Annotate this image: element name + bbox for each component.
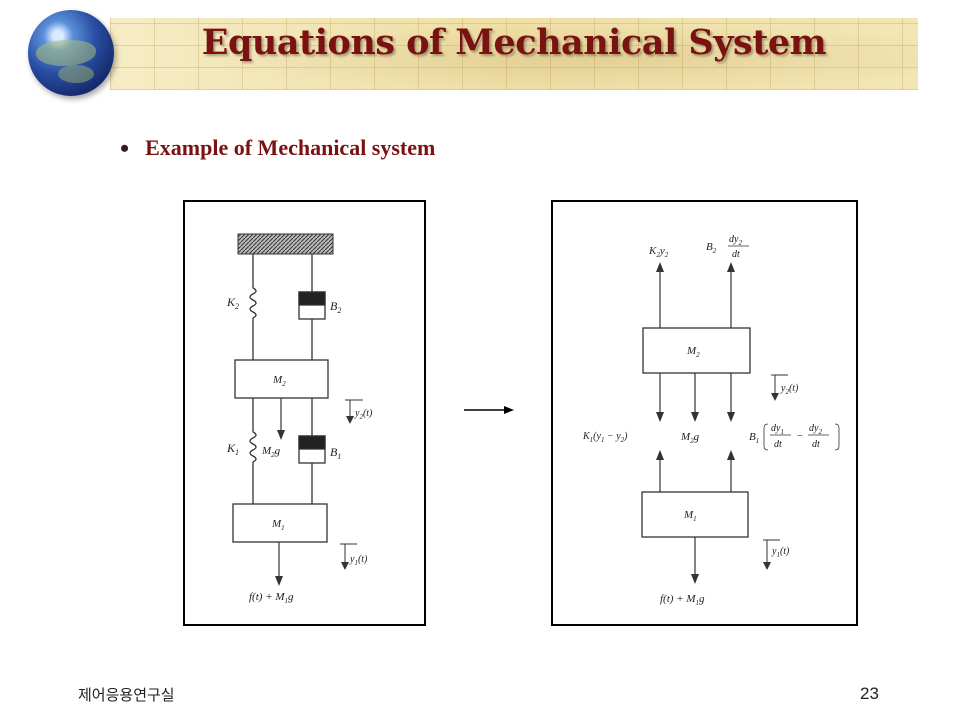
bullet-dot-icon: • xyxy=(120,134,130,163)
fbd-label-y2: y2(t) xyxy=(780,383,799,396)
label-m2g: M2g xyxy=(680,431,700,445)
fbd-label-y1: y1(t) xyxy=(771,546,790,559)
fbd-mass-m2 xyxy=(642,327,751,374)
svg-text:dy1: dy1 xyxy=(771,423,784,436)
svg-text:B1: B1 xyxy=(749,431,759,445)
label-y1: y1(t) xyxy=(349,554,368,567)
label-k2: K2 xyxy=(226,295,239,311)
label-b2: B2 xyxy=(330,299,341,315)
svg-text:dt: dt xyxy=(812,439,820,450)
transition-arrow xyxy=(464,406,514,414)
label-m1: M1 xyxy=(271,518,285,532)
svg-text:dt: dt xyxy=(774,439,782,450)
svg-text:B2: B2 xyxy=(706,241,717,255)
damper-b1 xyxy=(298,398,326,504)
label-m2: M2 xyxy=(272,374,286,388)
title-banner xyxy=(110,18,918,90)
svg-text:dt: dt xyxy=(732,249,740,260)
label-force: f(t) + M1g xyxy=(249,591,294,605)
label-k1-term: K1(y1 − y2) xyxy=(582,431,628,444)
spring-k1 xyxy=(249,398,257,504)
free-body-diagram: K2y2 B2 dy2 dt M2 y2(t) K1(y1 − y2) M2g … xyxy=(551,200,858,626)
label-b2-dy2dt: B2 dy2 dt xyxy=(706,234,749,260)
page-number: 23 xyxy=(860,684,879,703)
label-m2g: M2g xyxy=(261,445,281,459)
svg-text:dy2: dy2 xyxy=(729,234,742,247)
fbd-label-m1: M1 xyxy=(683,509,697,523)
fbd-label-m2: M2 xyxy=(686,345,700,359)
bullet-item: • Example of Mechanical system xyxy=(120,134,436,163)
label-k2y2: K2y2 xyxy=(648,245,669,259)
svg-text:dy2: dy2 xyxy=(809,423,822,436)
title-banner-shade xyxy=(110,18,918,90)
damper-b2 xyxy=(298,254,326,360)
label-b1: B1 xyxy=(330,445,341,461)
fbd-label-force: f(t) + M1g xyxy=(660,593,705,607)
mechanical-system-diagram: K2 B2 M2 y2(t) K1 M2g B1 M1 xyxy=(183,200,426,626)
label-b1-term: B1 dy1 dt − dy2 dt xyxy=(749,423,840,451)
globe-icon xyxy=(28,10,114,96)
svg-text:−: − xyxy=(796,430,803,442)
bullet-text: Example of Mechanical system xyxy=(145,135,436,160)
slide-title: Equations of Mechanical System xyxy=(201,22,827,63)
fbd-mass-m1 xyxy=(641,491,749,538)
mass-m1 xyxy=(232,503,328,543)
free-body-drawing: K2y2 B2 dy2 dt M2 y2(t) K1(y1 − y2) M2g … xyxy=(582,234,840,607)
label-k1: K1 xyxy=(226,441,239,457)
spring-k2 xyxy=(249,254,257,360)
label-y2: y2(t) xyxy=(354,408,373,421)
mass-m2 xyxy=(234,359,329,399)
footer-lab-name: 제어응용연구실 xyxy=(78,686,175,704)
mechanical-system-drawing: K2 B2 M2 y2(t) K1 M2g B1 M1 xyxy=(226,233,373,605)
fixed-ground xyxy=(237,233,334,255)
